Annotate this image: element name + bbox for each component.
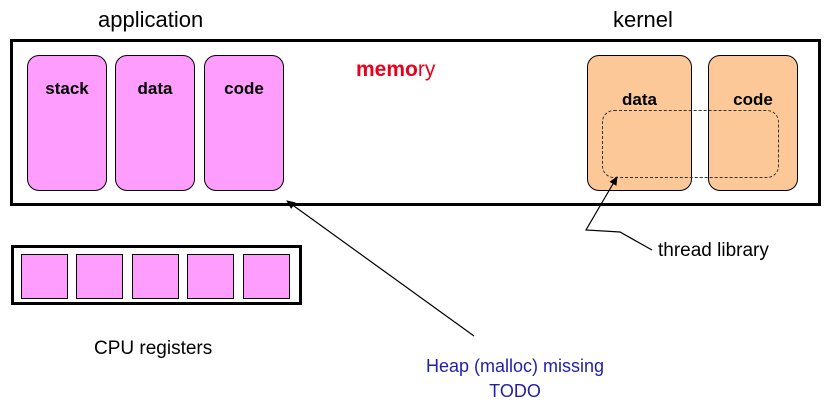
kernel-segment-data-label: data — [622, 90, 657, 109]
app-segment-code-label: code — [224, 79, 264, 98]
cpu-registers-caption: CPU registers — [94, 338, 213, 359]
app-segment-code: code — [204, 55, 284, 191]
cpu-register — [132, 254, 179, 299]
application-heading: application — [98, 7, 204, 32]
memory-label-rest: ry — [417, 58, 436, 81]
memory-label-bold: memo — [356, 58, 418, 81]
cpu-register — [243, 254, 290, 299]
heap-note-line1: Heap (malloc) missing — [425, 356, 605, 376]
cpu-register — [76, 254, 123, 299]
memory-label: memory — [356, 58, 435, 82]
cpu-register — [21, 254, 68, 299]
app-segment-stack: stack — [27, 55, 107, 191]
kernel-heading: kernel — [613, 7, 673, 32]
cpu-register — [187, 254, 234, 299]
heap-arrow — [286, 200, 475, 337]
app-segment-data: data — [115, 55, 195, 191]
app-segment-data-label: data — [137, 79, 173, 98]
cpu-registers-frame — [11, 245, 302, 305]
kernel-segment-code: code — [708, 55, 798, 191]
app-segment-stack-label: stack — [45, 79, 89, 98]
kernel-segment-code-label: code — [733, 90, 773, 109]
thread-library-caption: thread library — [658, 240, 769, 261]
heap-note: Heap (malloc) missing TODO — [380, 354, 650, 404]
thread-library-arrow — [584, 176, 653, 251]
heap-note-line2: TODO — [489, 381, 541, 401]
memory-box — [10, 39, 821, 206]
thread-library-region — [602, 110, 779, 178]
